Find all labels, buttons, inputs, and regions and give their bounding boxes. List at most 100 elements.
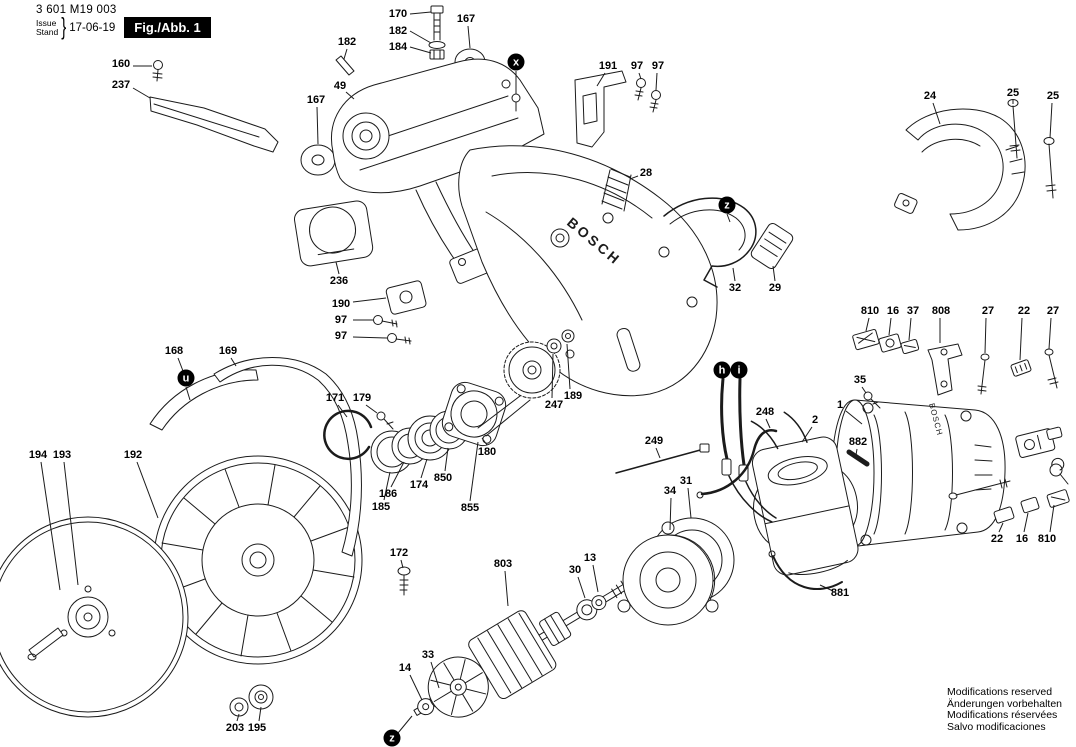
note-line-es: Salvo modificaciones [946, 720, 1046, 733]
part-plate-236 [294, 200, 374, 267]
leader-line [345, 91, 355, 100]
part-sleeve-882 [846, 449, 870, 467]
part-screw-172 [397, 566, 411, 596]
leader-line [236, 713, 240, 722]
leader-line [409, 30, 432, 44]
leader-line [819, 584, 834, 592]
part-terminal-22-top [1010, 359, 1032, 377]
part-guard-housing: BOSCH [458, 145, 718, 397]
part-part-37-top [900, 339, 920, 355]
leader-line [687, 487, 692, 519]
leader-line [337, 404, 348, 418]
part-saw-blade-193 [0, 516, 189, 718]
leader-line [855, 448, 858, 456]
part-armature-803 [413, 580, 632, 718]
leader-line [409, 674, 423, 701]
part-washer-182 [428, 41, 446, 49]
part-screw-97-d [387, 333, 412, 345]
part-screw-160 [152, 60, 163, 82]
leader-line [409, 46, 432, 54]
leader-line [551, 353, 554, 399]
leader-line [1049, 504, 1055, 533]
part-brush-assembly-right [948, 426, 1070, 524]
leader-line [908, 317, 912, 341]
part-screw-27-a [977, 353, 990, 395]
leader-line [765, 418, 771, 429]
leader-line [984, 317, 987, 354]
leader-line [409, 11, 432, 15]
part-end-cap-24 [894, 108, 1026, 231]
note-line-de: Änderungen vorbehalten [946, 697, 1062, 710]
leader-line [352, 297, 387, 303]
leader-line [383, 471, 391, 501]
leader-line [638, 72, 642, 80]
leader-line [655, 72, 658, 91]
leader-line [481, 437, 488, 446]
leader-line [316, 106, 319, 145]
part-plate-190 [385, 280, 427, 315]
leader-line [888, 317, 892, 336]
title-block: 3 601 M19 003 Issue Stand } 17-06-19 Fig… [36, 4, 211, 42]
leader-line [352, 336, 388, 339]
part-cover-strip-237 [149, 96, 279, 153]
leader-line [592, 564, 599, 593]
stand-label: Stand [36, 26, 59, 37]
leader-line [63, 461, 79, 586]
issue-stand-labels: Issue Stand [36, 18, 59, 37]
leader-line [998, 522, 1004, 533]
part-guard-link-169 [213, 357, 362, 557]
leader-line [343, 48, 348, 60]
leader-line [726, 213, 731, 223]
part-guard-168 [149, 369, 259, 431]
leader-line [1048, 317, 1052, 350]
part-grip-29 [750, 223, 794, 269]
part-cable-h [720, 377, 732, 476]
leader-line [504, 570, 509, 607]
leader-line [400, 559, 404, 569]
leader-line [669, 497, 672, 531]
leader-line [420, 458, 428, 479]
part-bracket-808 [927, 343, 963, 396]
leader-line [655, 447, 661, 459]
leader-line [335, 261, 340, 275]
leader-line [40, 461, 61, 591]
leader-line [185, 386, 191, 401]
issue-date: 17-06-19 [69, 21, 116, 34]
leader-line [467, 25, 471, 49]
part-screw-179 [376, 411, 394, 430]
part-screw-35 [863, 391, 881, 409]
part-ring-247 [546, 338, 562, 354]
leader-line [132, 87, 151, 99]
part-pin-182 [335, 55, 355, 76]
part-screw-97-c [373, 315, 398, 328]
figure-label: Fig./Abb. 1 [124, 17, 211, 38]
leader-line [469, 441, 479, 502]
part-wire-881 [768, 550, 843, 590]
part-bolt-170 [430, 5, 444, 41]
leader-line [865, 317, 870, 332]
part-washer-203 [229, 697, 249, 717]
leader-line [801, 426, 813, 443]
part-stator-2 [750, 411, 859, 576]
part-nut-184 [429, 49, 445, 60]
part-spring-28 [601, 168, 632, 212]
part-ring-171 [323, 409, 373, 461]
part-ring-189 [561, 329, 575, 343]
leader-line [596, 72, 606, 87]
note-line-fr: Modifications réservées [946, 709, 1058, 721]
leader-line [772, 265, 776, 282]
leader-line [629, 175, 639, 180]
part-suppressor-810-top [852, 328, 880, 351]
part-lever-32 [663, 197, 757, 288]
leader-line [732, 267, 736, 282]
leader-line [577, 576, 586, 599]
part-cable-tie-249 [615, 443, 710, 474]
leader-line [177, 357, 184, 372]
leader-line [444, 447, 449, 472]
leader-line [845, 410, 863, 425]
brace-glyph: } [61, 13, 67, 42]
leader-line [397, 715, 413, 734]
leader-line [136, 461, 159, 519]
